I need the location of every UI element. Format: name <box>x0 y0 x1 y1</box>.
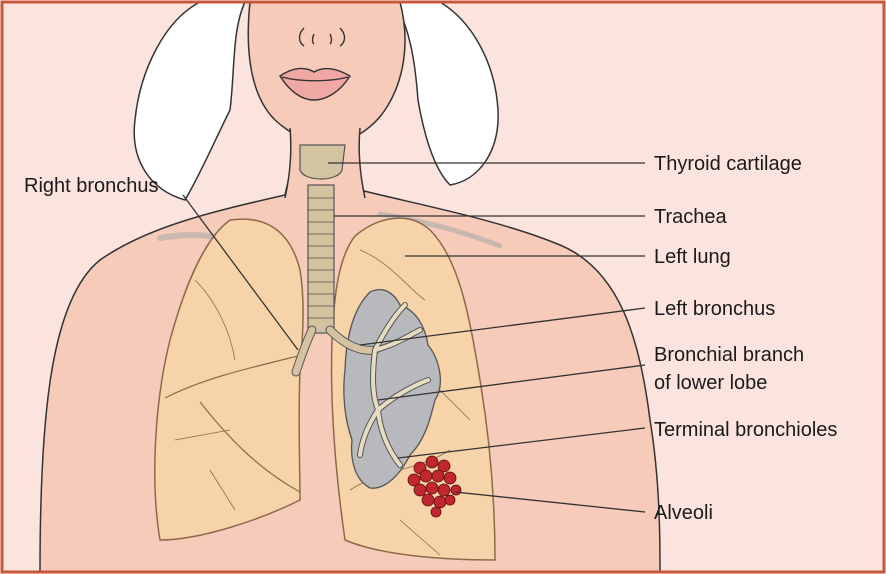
label-terminal-bronchioles: Terminal bronchioles <box>654 419 837 441</box>
label-left-bronchus: Left bronchus <box>654 298 775 320</box>
label-bronchial-branch-line1: Bronchial branch <box>654 344 804 366</box>
label-bronchial-branch-line2: of lower lobe <box>654 372 767 394</box>
label-left-lung: Left lung <box>654 246 731 268</box>
label-right-bronchus: Right bronchus <box>24 175 159 197</box>
label-alveoli: Alveoli <box>654 502 713 524</box>
label-trachea: Trachea <box>654 206 728 228</box>
trachea <box>308 185 334 333</box>
thyroid-cartilage <box>300 145 345 179</box>
label-thyroid-cartilage: Thyroid cartilage <box>654 153 802 175</box>
